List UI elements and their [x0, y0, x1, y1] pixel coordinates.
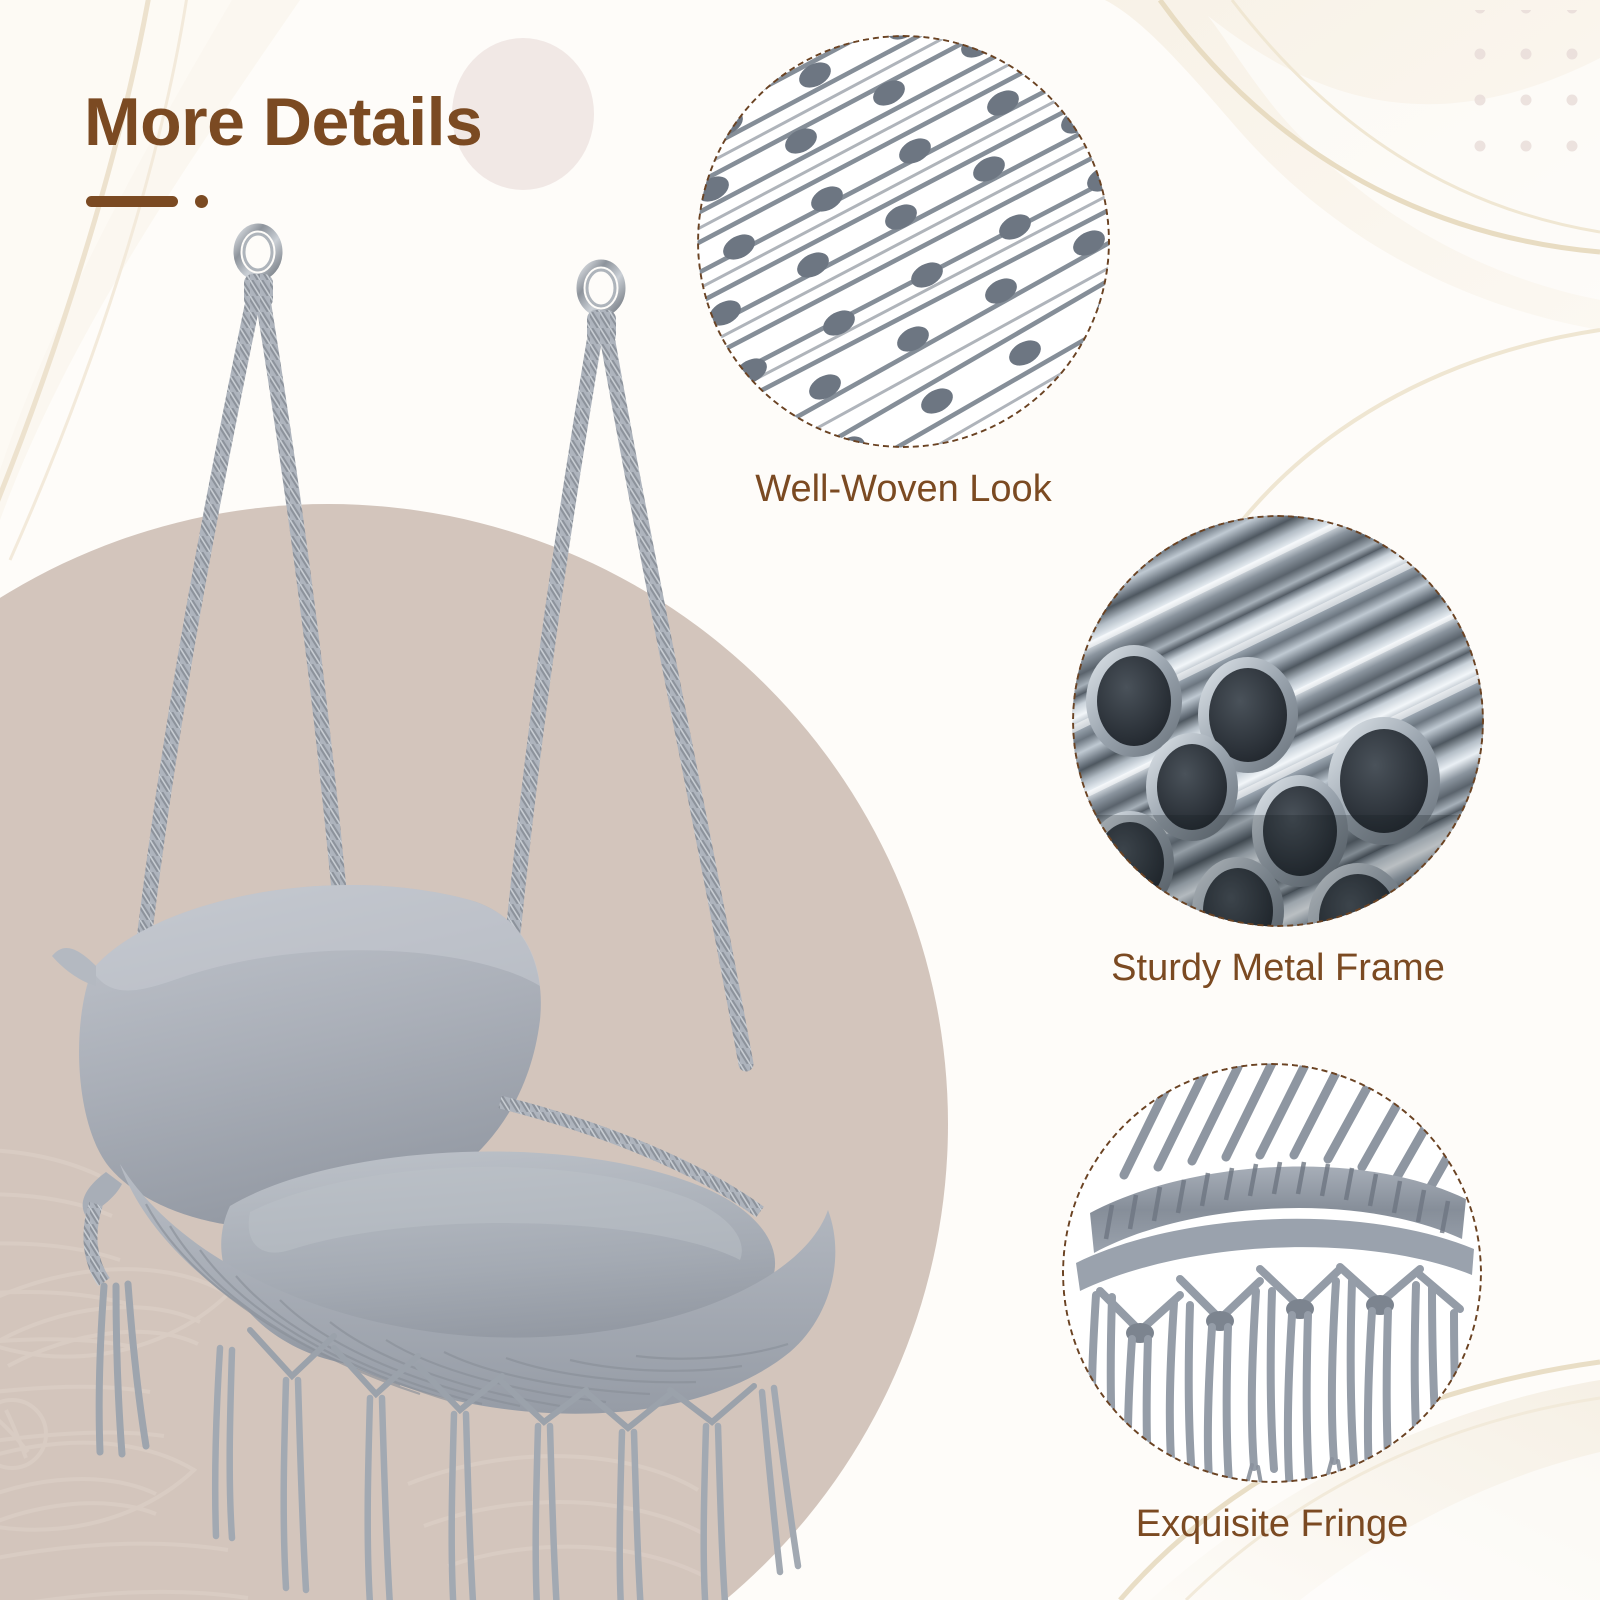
fringe-strands	[211, 1344, 802, 1600]
title-underline-decoration	[86, 195, 208, 208]
underline-dot	[195, 195, 208, 208]
corner-tassel	[95, 1280, 150, 1458]
feature-well-woven-look: Well-Woven Look	[697, 35, 1110, 511]
feature-image-macrame-weave	[697, 35, 1110, 448]
underline-bar	[86, 196, 178, 207]
feature-exquisite-fringe: Exquisite Fringe	[1062, 1063, 1482, 1546]
feature-image-metal-tubes	[1072, 515, 1484, 927]
page-header: More Details	[84, 84, 483, 208]
fringe-band	[247, 1327, 757, 1432]
hanging-ring-right	[576, 259, 626, 317]
feature-caption: Well-Woven Look	[755, 468, 1052, 510]
product-image-hanging-chair	[0, 200, 900, 1600]
page-title: More Details	[84, 84, 483, 160]
feature-caption: Sturdy Metal Frame	[1111, 947, 1445, 989]
feature-image-fringe-detail	[1062, 1063, 1482, 1483]
back-pillow	[52, 884, 541, 1229]
hanging-ring-left	[233, 223, 283, 281]
macrame-rim	[83, 1095, 836, 1414]
feature-caption: Exquisite Fringe	[1135, 1503, 1409, 1545]
feature-sturdy-metal-frame: Sturdy Metal Frame	[1072, 515, 1484, 990]
